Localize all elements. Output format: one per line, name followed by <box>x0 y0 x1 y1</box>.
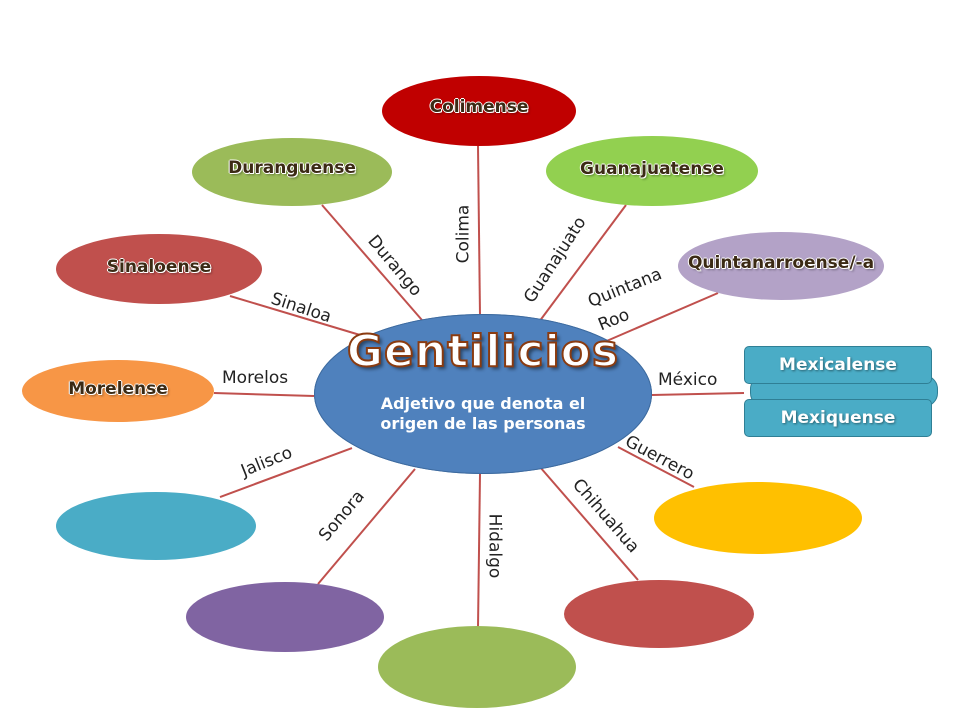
node-sinaloa: Sinaloense <box>56 234 262 304</box>
gentilicio-label: Sinaloense <box>106 257 212 277</box>
gentilicio-label: Guanajuatense <box>580 159 724 179</box>
connector-jalisco <box>219 447 353 498</box>
connector-sonora <box>317 468 416 585</box>
connector-colima <box>477 145 481 317</box>
center-node <box>314 314 652 474</box>
gentilicio-label: Mexicalense <box>779 355 897 375</box>
state-label-mexico: México <box>658 370 718 390</box>
gentilicio-label: Colimense <box>429 97 529 117</box>
node-hidalgo <box>378 626 576 708</box>
node-colima: Colimense <box>382 76 576 146</box>
state-label-morelos: Morelos <box>222 368 289 388</box>
gentilicio-label: Quintanarroense/-a <box>687 253 875 273</box>
connector-guerrero <box>617 446 695 488</box>
node-mexicalense: Mexicalense <box>744 346 932 384</box>
node-sonora <box>186 582 384 652</box>
connector-hidalgo <box>477 473 481 629</box>
center-subtitle-line1: Adjetivo que denota el <box>380 394 586 413</box>
gentilicio-label: Morelense <box>68 379 168 399</box>
connector-durango <box>321 204 429 328</box>
gentilicio-label: Mexiquense <box>780 408 896 428</box>
center-title: Gentilicios <box>346 325 620 378</box>
node-quintana-roo: Quintanarroense/-a <box>678 232 884 300</box>
node-guanajuato: Guanajuatense <box>546 136 758 206</box>
center-subtitle-line2: origen de las personas <box>380 414 586 433</box>
connector-mexico <box>651 392 745 396</box>
node-chihuahua <box>564 580 754 648</box>
connector-quintana-roo <box>601 292 719 344</box>
node-durango: Duranguense <box>192 138 392 206</box>
node-jalisco <box>56 492 256 560</box>
connector-guanajuato <box>535 204 627 327</box>
node-mexiquense: Mexiquense <box>744 399 932 437</box>
state-label-hidalgo: Hidalgo <box>484 513 505 579</box>
connector-morelos <box>213 392 315 397</box>
connector-chihuahua <box>539 466 639 581</box>
node-guerrero <box>654 482 862 554</box>
node-morelos: Morelense <box>22 360 214 422</box>
gentilicio-label: Duranguense <box>228 158 356 178</box>
center-subtitle: Adjetivo que denota el origen de las per… <box>330 394 636 434</box>
state-label-colima: Colima <box>453 204 474 264</box>
connector-sinaloa <box>229 295 371 339</box>
